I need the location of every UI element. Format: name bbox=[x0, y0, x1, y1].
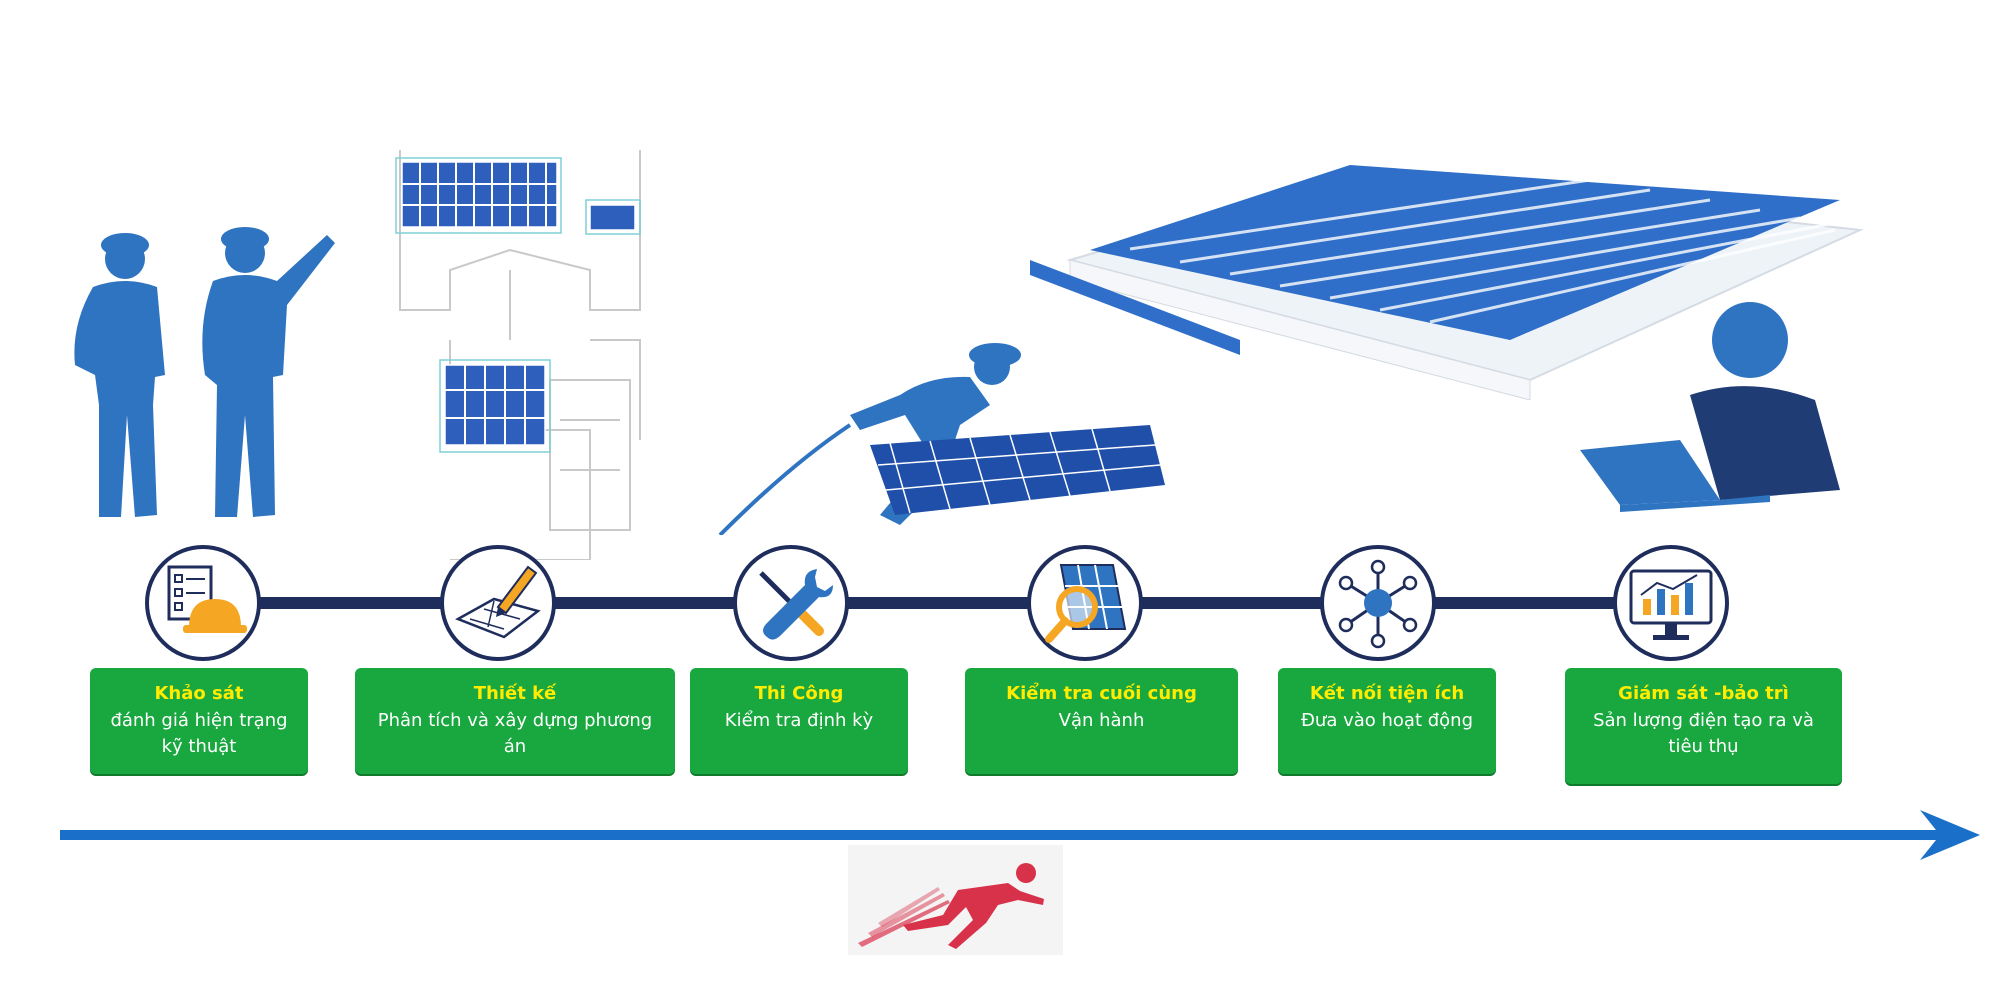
step-description: Vận hành bbox=[1058, 710, 1145, 731]
blueprint-illustration bbox=[395, 150, 641, 560]
step-description: Kiểm tra định kỳ bbox=[724, 710, 874, 731]
step-title: Thiết kế bbox=[473, 683, 557, 704]
step-title: Khảo sát bbox=[154, 683, 244, 704]
step-box-5: Kết nối tiện ích Đưa vào hoạt động bbox=[1278, 668, 1496, 774]
step-icon-1 bbox=[145, 545, 261, 661]
step-description: Phân tích và xây dựng phương án bbox=[377, 710, 653, 757]
step-box-4: Kiểm tra cuối cùng Vận hành bbox=[965, 668, 1238, 774]
blueprint-pencil-icon bbox=[455, 565, 541, 639]
monitor-chart-icon bbox=[1629, 569, 1713, 640]
step-title: Kết nối tiện ích bbox=[1309, 683, 1465, 704]
step-title: Giám sát -bảo trì bbox=[1618, 683, 1789, 704]
step-description: Đưa vào hoạt động bbox=[1300, 710, 1474, 731]
step-title: Kiểm tra cuối cùng bbox=[1006, 683, 1197, 704]
checklist-hardhat-icon bbox=[167, 565, 247, 633]
progress-arrow bbox=[60, 810, 1980, 860]
network-hub-icon bbox=[1338, 559, 1418, 649]
step-icon-2 bbox=[440, 545, 556, 661]
surveyors-illustration bbox=[74, 227, 335, 517]
step-box-2: Thiết kế Phân tích và xây dựng phương án bbox=[355, 668, 675, 774]
runner-logo bbox=[848, 845, 1063, 955]
step-box-6: Giám sát -bảo trì Sản lượng điện tạo ra … bbox=[1565, 668, 1842, 784]
step-icon-3 bbox=[733, 545, 849, 661]
solar-farm-illustration bbox=[1030, 165, 1864, 400]
step-icon-6 bbox=[1613, 545, 1729, 661]
step-title: Thi Công bbox=[754, 683, 844, 704]
wrench-screwdriver-icon bbox=[759, 569, 833, 640]
step-icon-4 bbox=[1027, 545, 1143, 661]
step-description: đánh giá hiện trạng kỹ thuật bbox=[110, 710, 288, 757]
installer-illustration bbox=[718, 343, 1165, 535]
operator-laptop-illustration bbox=[1580, 302, 1840, 512]
timeline-line bbox=[195, 597, 1695, 609]
solar-panel-magnifier-icon bbox=[1045, 564, 1127, 643]
step-icon-5 bbox=[1320, 545, 1436, 661]
step-description: Sản lượng điện tạo ra và tiêu thụ bbox=[1593, 710, 1814, 757]
step-box-3: Thi Công Kiểm tra định kỳ bbox=[690, 668, 908, 774]
step-box-1: Khảo sát đánh giá hiện trạng kỹ thuật bbox=[90, 668, 308, 774]
